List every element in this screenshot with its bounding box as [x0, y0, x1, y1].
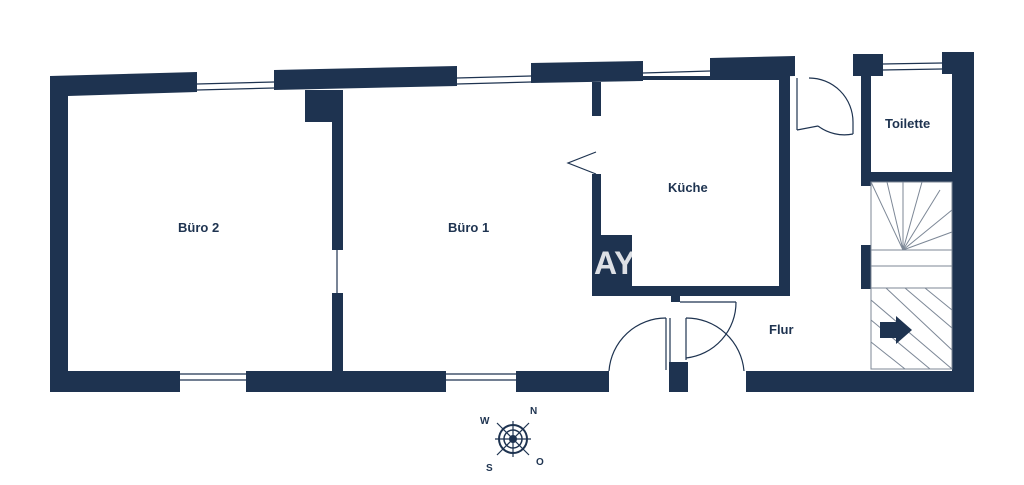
wall-stair-left [861, 245, 871, 289]
wall-kitchen-stub-bottom [671, 296, 680, 302]
wall-bottom-left [50, 371, 180, 392]
wall-bottom-right [746, 371, 974, 392]
wall-toilet-left-upper [861, 76, 871, 186]
wall-kitchen-block [597, 235, 632, 293]
wall-right [952, 52, 974, 392]
wall-kitchen-right [779, 76, 790, 296]
wall-top-right [710, 56, 795, 78]
wall-kitchen-left [592, 174, 601, 296]
wall-kitchen-bottom [592, 286, 790, 296]
interior-walls [305, 76, 956, 371]
wall-bottom-door-pillar [669, 362, 688, 392]
wall-kitchen-top [601, 76, 789, 80]
stair-arrow-icon [880, 316, 912, 344]
wall-top-mid [274, 66, 457, 90]
watermark-fragment: AY [594, 245, 636, 281]
wall-toilet-bottom [861, 172, 956, 182]
exterior-walls [50, 52, 974, 392]
compass: W N O S [480, 406, 544, 474]
wall-bottom-b [246, 371, 446, 392]
wall-toilet-top-left [853, 54, 883, 76]
wall-top-left [50, 72, 197, 392]
compass-letter-n: N [530, 406, 537, 417]
wall-divider-upper [332, 90, 343, 250]
staircase [870, 181, 953, 370]
room-label-kueche: Küche [668, 180, 708, 195]
kitchen-door [566, 151, 597, 175]
room-label-flur: Flur [769, 322, 794, 337]
room-label-buero1: Büro 1 [448, 220, 489, 235]
compass-letter-s: S [486, 463, 493, 474]
room-label-buero2: Büro 2 [178, 220, 219, 235]
doors [566, 77, 854, 372]
compass-letter-o: O [536, 457, 544, 468]
room-label-toilette: Toilette [885, 116, 930, 131]
compass-letter-w: W [480, 416, 490, 427]
windows [180, 62, 943, 381]
wall-bottom-c [516, 371, 609, 392]
wall-kitchen-stub-top [592, 82, 601, 116]
wall-divider-lower [332, 293, 343, 371]
